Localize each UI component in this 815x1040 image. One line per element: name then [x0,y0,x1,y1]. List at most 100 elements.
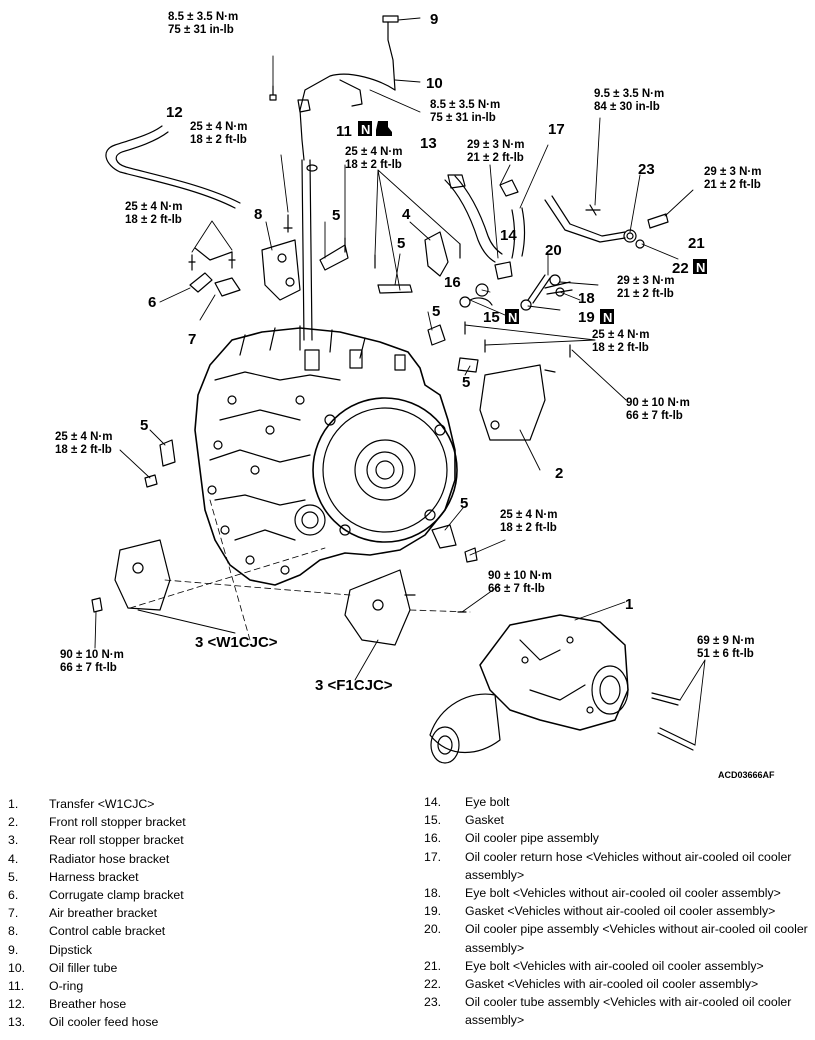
callout-5-right: 5 [432,303,440,320]
legend-item: 8.Control cable bracket [8,922,408,940]
torque-f1cjc-ftlb: 66 ± 7 ft-lb [488,583,545,595]
n-mark-22: N [696,260,705,275]
legend-item-text: Breather hose [49,997,127,1012]
harness-brackets-right [427,321,571,373]
callout-4: 4 [402,206,411,223]
torque-frontroll-nm: 90 ± 10 N·m [626,397,690,409]
legend-item: 12.Breather hose [8,995,408,1013]
legend-item: 11.O-ring [8,977,408,995]
torque-tube-nm: 9.5 ± 3.5 N·m [594,88,664,100]
breather-hose [105,125,241,209]
rear-roll-stopper-f1cjc [344,569,467,646]
callout-23: 23 [638,161,655,178]
callout-5-lower-right: 5 [462,374,470,391]
torque-eyebolt21-nm: 29 ± 3 N·m [704,166,761,178]
legend-item: 15.Gasket [424,811,814,829]
callout-16: 16 [444,274,461,291]
torque-eyebolt18-ftlb: 21 ± 2 ft-lb [617,288,674,300]
small-brackets [188,247,241,297]
torque-hose-nm: 29 ± 3 N·m [467,139,524,151]
front-roll-stopper-bracket [479,364,556,441]
legend-item-text: Rear roll stopper bracket [49,833,184,848]
callout-13: 13 [420,135,437,152]
torque-left-nm: 25 ± 4 N·m [125,201,182,213]
torque-frontroll-ftlb: 66 ± 7 ft-lb [626,410,683,422]
torque-f1cjc-nm: 90 ± 10 N·m [488,570,552,582]
torque-eyebolt21-ftlb: 21 ± 2 ft-lb [704,179,761,191]
exploded-view-diagram: 8.5 ± 3.5 N·m 75 ± 31 in-lb 8.5 ± 3.5 N·… [55,11,775,780]
callout-2: 2 [555,465,563,482]
torque-upper-ftlb: 18 ± 2 ft-lb [345,159,402,171]
callout-20: 20 [545,242,562,259]
legend-item-text: Oil filler tube [49,960,118,975]
legend-item-text: Front roll stopper bracket [49,815,186,830]
legend-item: 18.Eye bolt <Vehicles without air-cooled… [424,884,814,902]
legend-item-text: Gasket <Vehicles with air-cooled oil coo… [465,977,759,992]
torque-transfer-nm: 69 ± 9 N·m [697,635,754,647]
transmission-body [194,325,458,586]
legend-item: 14.Eye bolt [424,793,814,811]
callout-7: 7 [188,331,196,348]
callout-5-mid: 5 [397,235,405,252]
callout-5-left: 5 [140,417,148,434]
torque-topleft-ftlb: 18 ± 2 ft-lb [190,134,247,146]
callout-15: 15 [483,309,500,326]
legend-item-text: Eye bolt <Vehicles without air-cooled oi… [465,886,781,901]
legend-item-number: 9. [8,942,19,957]
torque-left-ftlb: 18 ± 2 ft-lb [125,214,182,226]
legend-item-number: 15. [424,813,442,828]
legend-item: 22. Gasket <Vehicles with air-cooled oil … [424,975,814,993]
callout-6: 6 [148,294,156,311]
legend-item-text: Eye bolt [465,795,510,809]
legend-item-number: 1. [8,797,19,811]
legend-item-number: 5. [8,869,19,884]
legend-item: 23. Oil cooler tube assembly <Vehicles wi… [424,993,814,1029]
oil-cooler-feed-hose [444,174,513,308]
legend-item-text: Oil cooler tube assembly <Vehicles with … [465,995,792,1028]
torque-topleft-nm: 25 ± 4 N·m [190,121,247,133]
oil-cooler-tube-assembly [544,195,669,249]
torque-hose-ftlb: 21 ± 2 ft-lb [467,152,524,164]
callout-5-bottom: 5 [460,495,468,512]
legend-item-number: 20. [424,922,442,937]
torque-low-ftlb: 18 ± 2 ft-lb [500,522,557,534]
callout-18: 18 [578,290,595,307]
legend-item: 9.Dipstick [8,941,408,959]
torque-tube-inlb: 84 ± 30 in-lb [594,101,660,113]
legend-item-text: Oil cooler pipe assembly <Vehicles witho… [465,922,808,955]
torque-side-ftlb: 18 ± 2 ft-lb [55,444,112,456]
new-part-marks: N N N N [358,121,707,325]
torque-harness-nm: 25 ± 4 N·m [592,329,649,341]
torque-w1cjc-nm: 90 ± 10 N·m [60,649,124,661]
n-mark-11: N [361,122,370,137]
legend-item-number: 4. [8,851,19,866]
figure-reference-code: ACD03666AF [718,770,775,780]
legend-item-number: 11. [8,979,25,994]
harness-bracket-left [144,439,176,488]
oil-can-icon [376,121,392,136]
callout-3-f1cjc: 3 <F1CJC> [315,677,393,694]
legend-item-text: Control cable bracket [49,924,166,939]
torque-harness-ftlb: 18 ± 2 ft-lb [592,342,649,354]
callout-12: 12 [166,104,183,121]
oil-cooler-pipe-assembly [520,274,573,311]
legend-item: 16.Oil cooler pipe assembly [424,829,814,847]
legend-item-text: Air breather bracket [49,906,157,921]
callout-21: 21 [688,235,705,252]
legend-item: 10.Oil filler tube [8,959,408,977]
legend-item: 3.Rear roll stopper bracket [8,831,408,849]
n-mark-19: N [603,310,612,325]
torque-upper-nm: 25 ± 4 N·m [345,146,402,158]
torque-w1cjc-ftlb: 66 ± 7 ft-lb [60,662,117,674]
dipstick-assembly [269,15,399,341]
legend-item: 2.Front roll stopper bracket [8,813,408,831]
torque-side-nm: 25 ± 4 N·m [55,431,112,443]
legend-item-number: 23. [424,995,442,1010]
callout-3-w1cjc: 3 <W1CJC> [195,634,278,651]
parts-legend-left: 1.Transfer <W1CJC>2.Front roll stopper b… [8,795,408,1032]
legend-item-number: 22. [424,977,442,992]
legend-item-number: 13. [8,1015,26,1030]
harness-brackets-top [319,231,461,294]
callout-17: 17 [548,121,565,138]
